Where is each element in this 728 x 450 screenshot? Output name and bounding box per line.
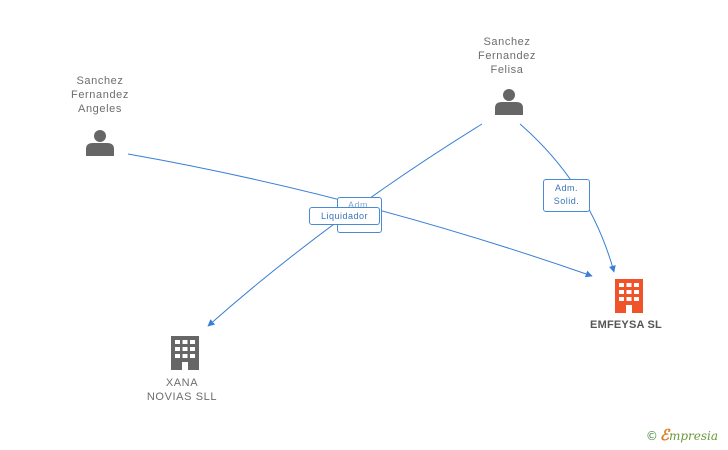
- brand-name: mpresia: [668, 429, 718, 443]
- person-name-angeles[interactable]: Sanchez Fernandez Angeles: [71, 75, 129, 115]
- person-icon: [86, 130, 114, 156]
- company-name-emfeysa[interactable]: EMFEYSA SL: [590, 319, 662, 331]
- empresia-logo: ©ℰmpresia: [646, 426, 718, 444]
- person-name-felisa[interactable]: Sanchez Fernandez Felisa: [478, 36, 536, 76]
- person-icon: [495, 89, 523, 115]
- building-icon: [615, 279, 643, 313]
- copyright-symbol: ©: [645, 429, 658, 443]
- company-name-xana[interactable]: XANA NOVIAS SLL: [146, 377, 218, 403]
- relation-label-liquidador: Liquidador: [309, 207, 380, 225]
- brand-initial: ℰ: [659, 426, 669, 444]
- relation-label-adm-solid: Adm. Solid.: [543, 179, 590, 212]
- building-icon: [171, 336, 199, 370]
